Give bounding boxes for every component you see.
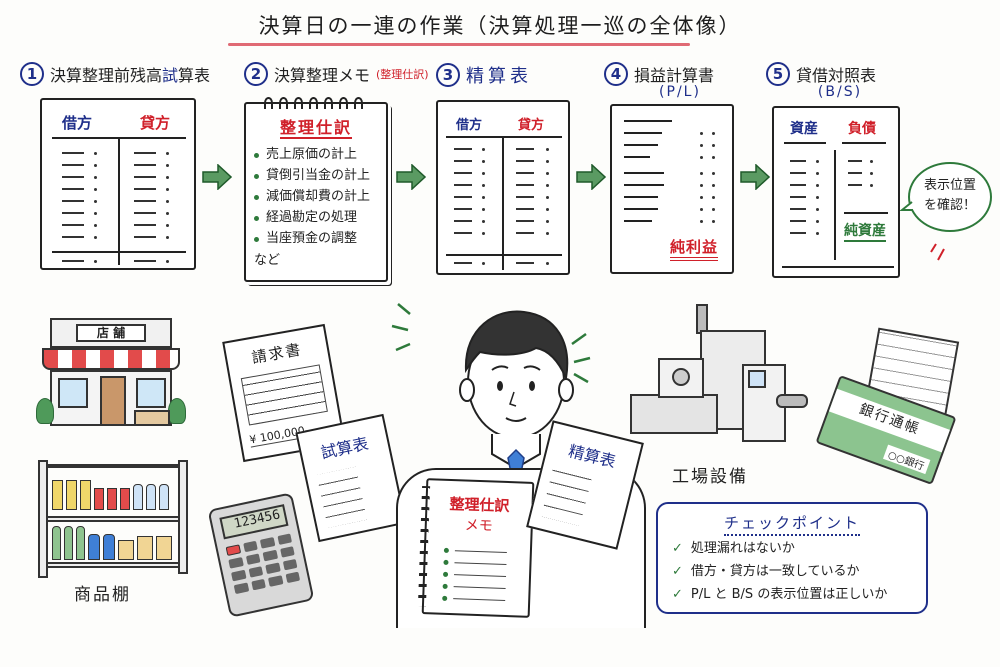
step-3-heading: 3 精算表: [436, 62, 532, 88]
balance-sheet-sheet: 資産 負債 純資産: [772, 106, 900, 278]
step-5-label: 貸借対照表: [796, 66, 877, 85]
step-1-label: 決算整理前残高: [50, 66, 163, 85]
factory-label: 工場設備: [672, 467, 748, 487]
step-number-3: 3: [436, 63, 460, 87]
bankbook-bank: ○○銀行: [882, 444, 931, 475]
store-sign: 店 舗: [76, 324, 146, 342]
step-number-2: 2: [244, 62, 268, 86]
notebook-lines: [442, 544, 530, 607]
step-5-heading: 5 貸借対照表: [766, 62, 876, 86]
memo-item: 当座預金の調整: [252, 228, 386, 249]
debit-header: 借方: [456, 118, 483, 133]
emphasis-marks-icon: [930, 243, 945, 261]
flow-arrow-icon: [202, 164, 232, 190]
credit-header: 貸方: [518, 118, 545, 133]
income-statement-sheet: 純利益: [610, 104, 734, 274]
emphasis-lines-right: [568, 330, 608, 394]
step-4-sublabel: (P/L): [659, 84, 701, 100]
emphasis-lines-left: [390, 300, 430, 364]
bankbook-illustration: 銀行通帳 ○○銀行: [815, 327, 960, 486]
checkpoint-item-text: P/L と B/S の表示位置は正しいか: [690, 587, 888, 602]
net-income-label: 純利益: [670, 236, 719, 261]
liabilities-header: 負債: [848, 121, 876, 137]
shelf-illustration: [38, 460, 188, 578]
checkpoint-item: ✓ P/L と B/S の表示位置は正しいか: [672, 583, 912, 606]
trial-balance-paper-title: 試算表: [319, 433, 371, 463]
check-icon: ✓: [672, 541, 683, 556]
step-2-label: 決算整理メモ: [274, 66, 371, 85]
step-2-note: (整理仕訳): [376, 68, 429, 81]
checkpoint-item-text: 借方・貸方は一致しているか: [690, 564, 860, 579]
title-underline: [228, 43, 690, 46]
worksheet-paper-title: 精算表: [566, 441, 618, 472]
step-number-4: 4: [604, 62, 628, 86]
memo-item: 貸倒引当金の計上: [252, 165, 386, 186]
assets-header: 資産: [790, 121, 818, 137]
check-icon: ✓: [672, 564, 683, 579]
checkpoint-item: ✓ 借方・貸方は一致しているか: [672, 560, 912, 583]
checkpoint-item: ✓ 処理漏れはないか: [672, 537, 912, 560]
speech-bubble: 表示位置 を確認！: [908, 162, 992, 232]
shelf-label: 商品棚: [74, 585, 131, 605]
memo-list: 売上原価の計上 貸倒引当金の計上 減価償却費の計上 経過勘定の処理 当座預金の調…: [252, 144, 386, 249]
step-5-sublabel: (B/S): [817, 84, 863, 100]
adjusting-entries-memo: 整理仕訳 売上原価の計上 貸倒引当金の計上 減価償却費の計上 経過勘定の処理 当…: [244, 97, 388, 282]
notebook-title-line-2: メモ: [464, 517, 494, 535]
step-number-5: 5: [766, 62, 790, 86]
calculator-illustration: 123456: [207, 492, 315, 618]
net-assets-label: 純資産: [844, 220, 886, 242]
page-title: 決算日の一連の作業（決算処理一巡の全体像）: [258, 14, 742, 38]
accountant-person: [436, 298, 596, 479]
bubble-tail-icon: [900, 201, 913, 211]
trial-balance-paper: 試算表: [295, 413, 407, 543]
step-4-label: 損益計算書: [634, 66, 715, 85]
memo-notebook: 整理仕訳 メモ: [417, 478, 535, 618]
trial-balance-sheet: 借方 貸方: [40, 98, 196, 270]
store-illustration: 店 舗: [36, 318, 186, 428]
flow-arrow-icon: [740, 164, 770, 190]
step-number-1: 1: [20, 62, 44, 86]
step-4-heading: 4 損益計算書: [604, 62, 714, 86]
step-3-label: 精算表: [466, 66, 532, 87]
step-2-heading: 2 決算整理メモ (整理仕訳): [244, 62, 429, 86]
calculator-display: 123456: [219, 504, 289, 540]
memo-item: 売上原価の計上: [252, 144, 386, 165]
memo-title: 整理仕訳: [279, 118, 352, 139]
flow-arrow-icon: [576, 164, 606, 190]
credit-header: 貸方: [140, 114, 171, 132]
bubble-line-2: を確認！: [923, 198, 976, 213]
checkpoint-item-text: 処理漏れはないか: [690, 541, 795, 556]
person-face-icon: [459, 310, 574, 479]
step-1-heading: 1 決算整理前残高試算表: [20, 62, 210, 86]
memo-item: 経過勘定の処理: [252, 207, 386, 228]
debit-header: 借方: [62, 114, 93, 132]
check-icon: ✓: [672, 587, 683, 602]
step-1-label-highlight: 試: [162, 66, 179, 85]
step-1-label-suffix: 算表: [178, 66, 211, 85]
memo-footer: など: [254, 253, 281, 268]
flow-arrow-icon: [396, 164, 426, 190]
memo-item: 減価償却費の計上: [252, 186, 386, 207]
checkpoint-title: チェックポイント: [723, 514, 860, 536]
factory-illustration: [628, 304, 808, 444]
checkpoint-box: チェックポイント ✓ 処理漏れはないか ✓ 借方・貸方は一致しているか ✓ P/…: [656, 502, 928, 614]
worksheet-sheet: 借方 貸方: [436, 100, 570, 275]
bubble-line-1: 表示位置: [923, 178, 976, 193]
